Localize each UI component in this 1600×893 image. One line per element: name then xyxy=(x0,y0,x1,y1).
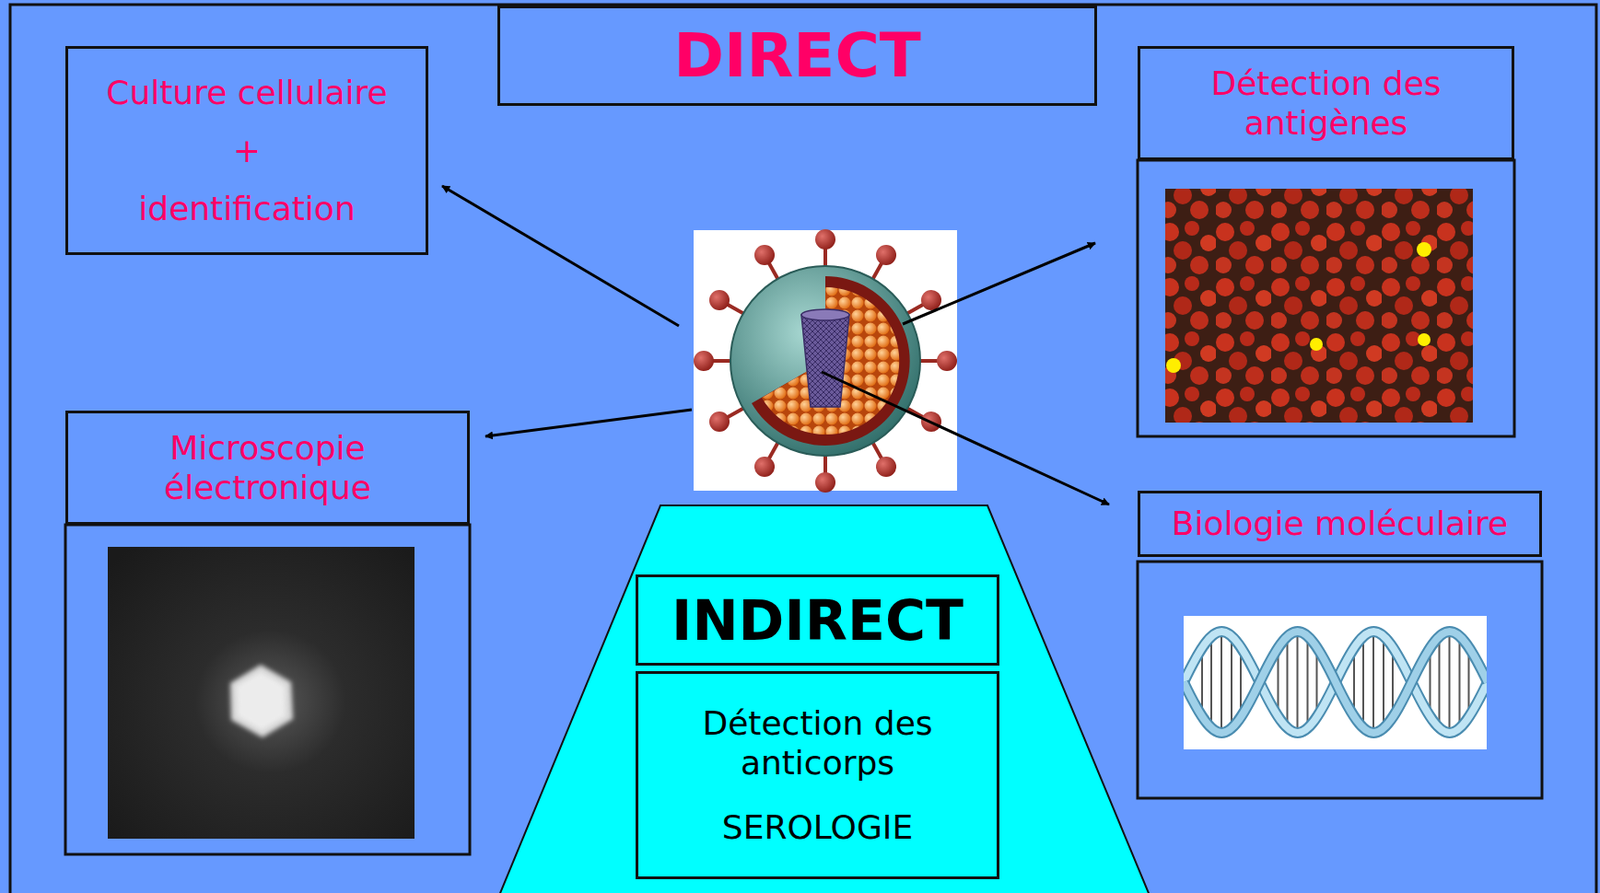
method-box: Détection des anticorpsSEROLOGIE xyxy=(635,671,1000,880)
pointer-arrows xyxy=(442,186,1110,505)
node-label: INDIRECT xyxy=(671,587,964,655)
node-label: Biologie moléculaire xyxy=(1171,503,1508,544)
method-header-box: Détection des antigènes xyxy=(1137,46,1515,161)
dna-helix xyxy=(1183,616,1488,750)
fluorescence-image xyxy=(1165,188,1473,423)
image-panel xyxy=(1137,160,1515,437)
category-heading-box: INDIRECT xyxy=(635,574,1000,666)
node-label: Détection des antigènes xyxy=(1149,63,1503,143)
node-label: SEROLOGIE xyxy=(722,807,913,848)
node-label: Microscopie électronique xyxy=(77,428,458,508)
method-header-box: Microscopie électronique xyxy=(65,410,470,526)
node-label: DIRECT xyxy=(673,19,922,93)
node-label: identification xyxy=(138,188,355,229)
node-label: + xyxy=(233,130,261,171)
image-panel xyxy=(1137,561,1542,799)
method-header-box: Biologie moléculaire xyxy=(1137,490,1542,558)
indirect-band xyxy=(498,505,1151,893)
electron-micrograph xyxy=(107,547,415,840)
node-label: Détection des anticorps xyxy=(647,703,988,783)
node-label: Culture cellulaire xyxy=(105,72,387,113)
method-box: Culture cellulaire + identification xyxy=(65,46,429,256)
virus-illustration xyxy=(693,229,958,493)
image-panel xyxy=(65,525,470,855)
category-heading-box: DIRECT xyxy=(497,5,1098,106)
outer-frame xyxy=(10,4,1597,893)
